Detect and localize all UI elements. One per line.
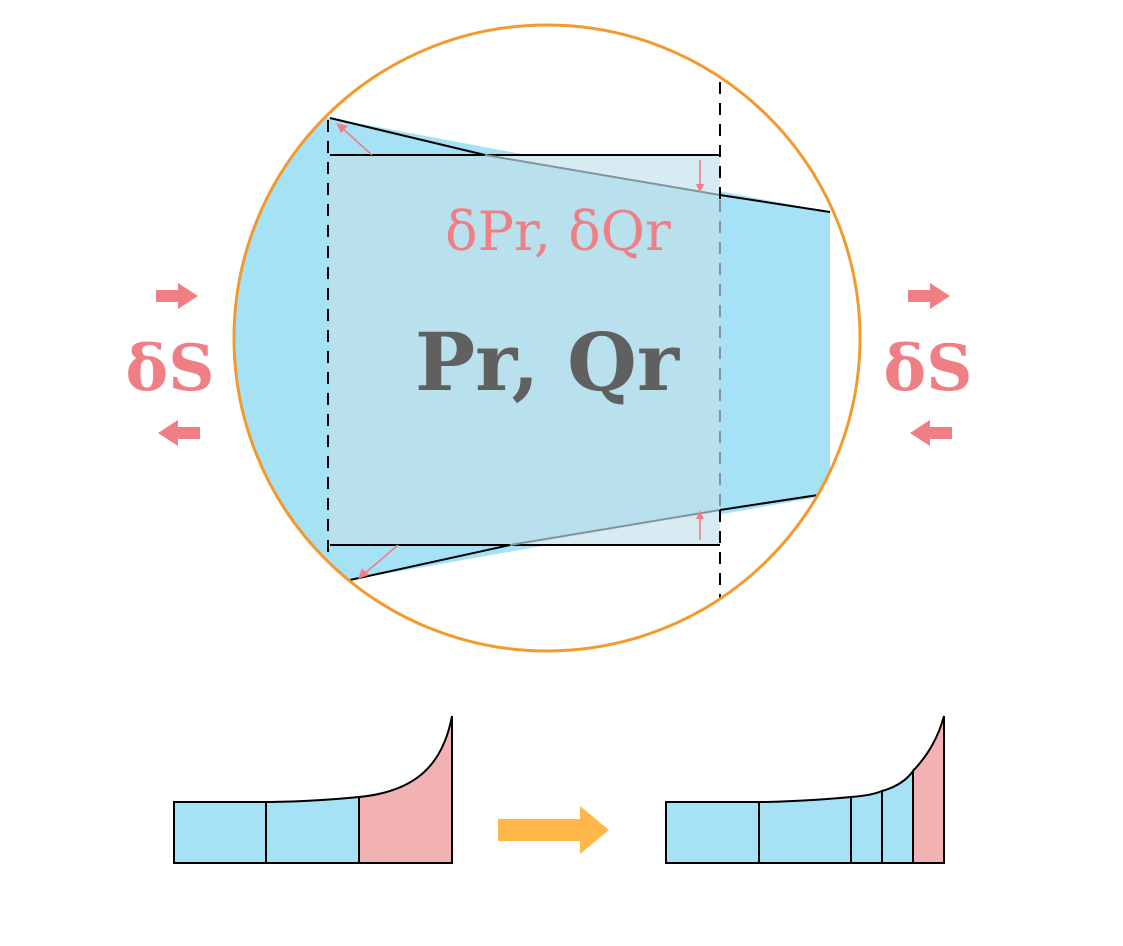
mesh-cell (758, 795, 852, 864)
delta-s-left-label: δS (126, 331, 215, 406)
taper-top-edge-outer (329, 117, 486, 156)
delta-s-right-group: δS (884, 283, 973, 446)
taper-top-edge-right (719, 194, 831, 213)
mesh-cell (881, 767, 914, 864)
reference-cell (330, 155, 720, 545)
mesh-before (173, 715, 453, 864)
taper-bottom-edge-inner (509, 509, 721, 546)
arrow-right-icon (156, 283, 198, 309)
displacement-arrows (336, 123, 704, 579)
zoom-view: δPr, δQr Pr, Qr (232, 23, 862, 653)
zoom-circle (232, 23, 862, 653)
mesh-cell-refined (358, 715, 453, 864)
mesh-cell (265, 795, 360, 864)
arrow-right-icon (498, 806, 609, 854)
mesh-cell (665, 801, 760, 864)
taper-bottom-edge-right (719, 494, 819, 511)
mesh-cell (850, 789, 883, 864)
mesh-cell-refined (912, 715, 945, 864)
arrow-left-icon (158, 420, 200, 446)
delta-center-label: δPr, δQr (445, 200, 671, 263)
delta-s-left-group: δS (126, 283, 215, 446)
taper-top-edge-inner (484, 154, 721, 196)
mesh-cell (173, 801, 267, 864)
mesh-after (665, 715, 945, 864)
arrow-left-icon (910, 420, 952, 446)
taper-bottom-edge-outer (349, 544, 511, 581)
center-label: Pr, Qr (415, 315, 680, 409)
delta-s-right-label: δS (884, 331, 973, 406)
arrow-right-icon (908, 283, 950, 309)
